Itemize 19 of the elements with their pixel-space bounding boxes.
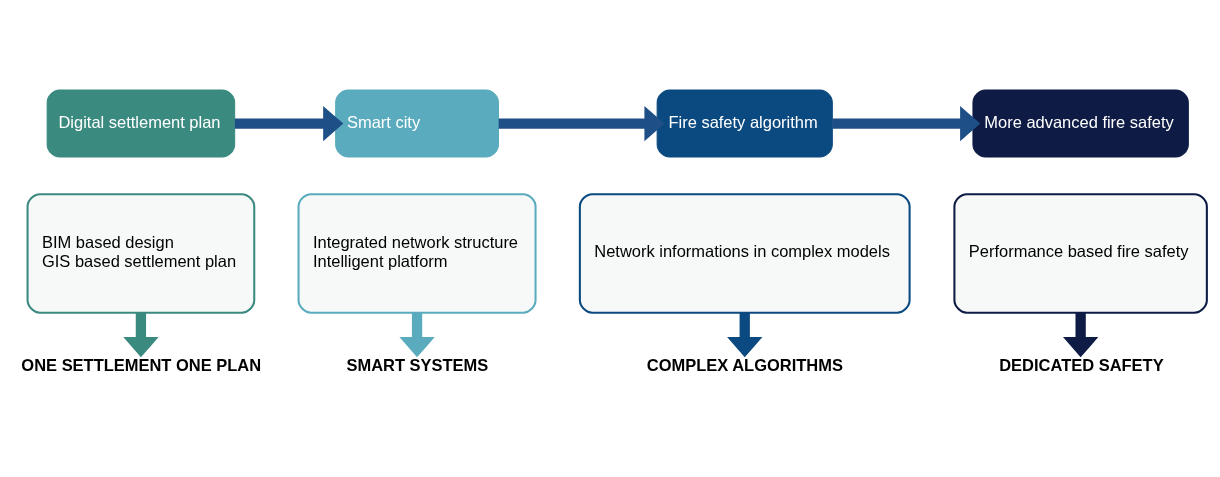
arrow [234, 105, 344, 142]
arrow [123, 312, 159, 358]
arrow [498, 105, 665, 142]
node-box: Network informations in complex models [578, 193, 911, 314]
node-text: SMART SYSTEMS [346, 356, 489, 375]
node-text: COMPLEX ALGORITHMS [646, 356, 843, 375]
node-box: Performance based fire safety [953, 193, 1208, 314]
arrow [832, 105, 981, 142]
node-text: DEDICATED SAFETY [999, 356, 1164, 375]
node-box: BIM based design GIS based settlement plan [26, 193, 256, 314]
node-text: ONE SETTLEMENT ONE PLAN [21, 356, 262, 375]
arrow [399, 312, 435, 358]
node-box: Digital settlement plan [46, 89, 236, 158]
node-box: Integrated network structure Intelligent platform [297, 193, 537, 314]
node-box: Smart city [335, 89, 499, 158]
arrow [727, 312, 763, 358]
arrow [1062, 312, 1099, 358]
node-box: More advanced fire safety [972, 89, 1189, 158]
node-box: Fire safety algorithm [656, 89, 833, 158]
